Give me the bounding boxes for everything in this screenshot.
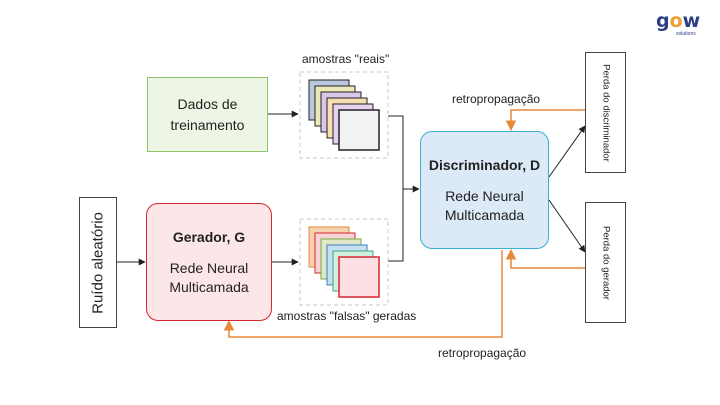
- backprop-bottom-label: retropropagação: [438, 346, 527, 360]
- generator-box: Gerador, G Rede Neural Multicamada: [146, 203, 272, 321]
- noise-label: Ruído aleatório: [89, 211, 107, 314]
- gow-solutions-logo: gow solutions: [656, 12, 704, 38]
- training-data-box: Dados de treinamento: [147, 77, 268, 152]
- real-samples-stack: [308, 79, 380, 151]
- loss-discriminator-label: Perda do discriminador: [600, 63, 611, 162]
- generator-line1: Rede Neural: [169, 259, 249, 276]
- wire-real-to-merge: [388, 115, 404, 262]
- fake-samples-stack: [308, 226, 380, 298]
- loss-discriminator-box: Perda do discriminador: [585, 52, 626, 173]
- discriminator-line1: Rede Neural: [445, 187, 524, 204]
- discriminator-box: Discriminador, D Rede Neural Multicamada: [420, 131, 549, 249]
- fake-sample-6: [338, 256, 380, 298]
- training-data-line2: treinamento: [170, 116, 245, 133]
- logo-subtitle: solutions: [676, 31, 696, 37]
- backprop-top-label: retropropagação: [452, 92, 541, 106]
- noise-box: Ruído aleatório: [79, 197, 117, 328]
- arrow-discriminator-to-loss-g: [548, 199, 586, 253]
- logo-wordmark: gow: [656, 10, 701, 32]
- backprop-arrow-bottom: [223, 250, 503, 338]
- loss-generator-label: Perda do gerador: [600, 225, 611, 300]
- generator-line2: Multicamada: [169, 278, 249, 295]
- real-samples-label: amostras "reais": [302, 52, 390, 66]
- discriminator-line2: Multicamada: [444, 206, 525, 223]
- backprop-arrow-top: [505, 109, 585, 132]
- loss-generator-box: Perda do gerador: [585, 202, 626, 323]
- backprop-arrow-right: [505, 248, 585, 269]
- generator-title: Gerador, G: [172, 228, 246, 245]
- discriminator-title: Discriminador, D: [428, 156, 541, 173]
- fake-samples-container: [299, 218, 389, 306]
- real-sample-6: [338, 109, 380, 151]
- training-data-line1: Dados de: [177, 95, 238, 112]
- real-samples-container: [299, 71, 389, 159]
- fake-samples-label: amostras "falsas" geradas: [277, 309, 417, 323]
- arrow-discriminator-to-loss-d: [548, 125, 586, 178]
